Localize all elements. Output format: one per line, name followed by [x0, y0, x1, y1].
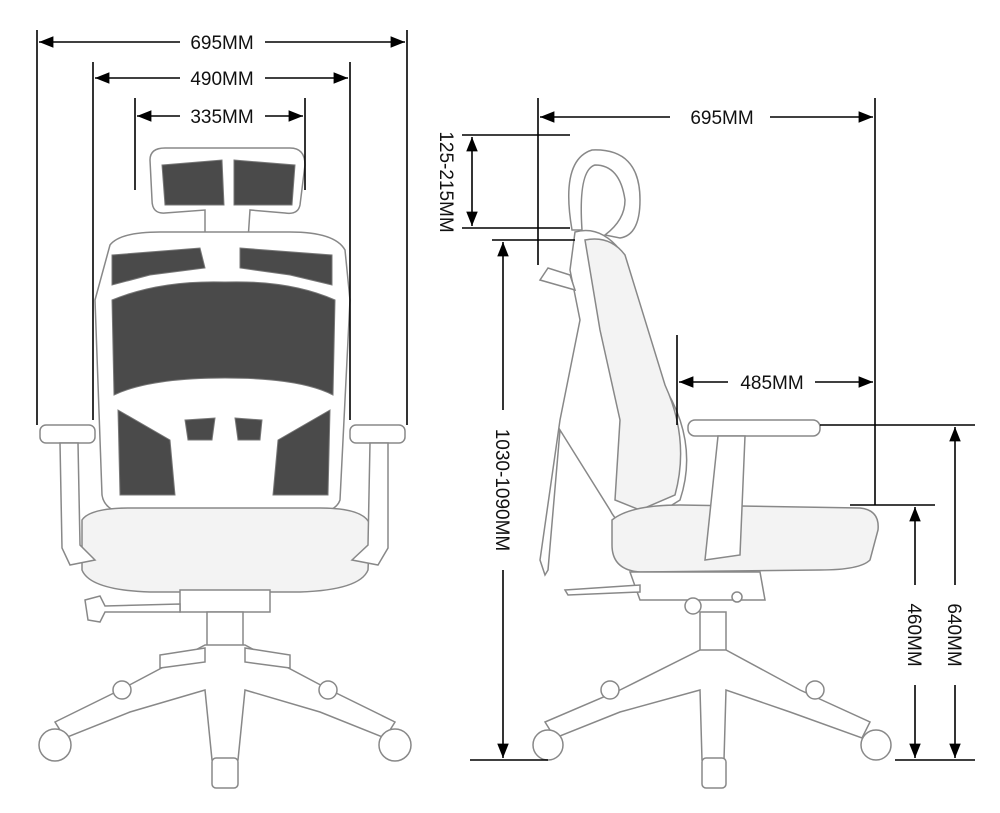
side-view-chair: [532, 149, 892, 789]
front-dimension-lines: [36, 30, 408, 425]
headrest-adjustment-label: 125-215MM: [435, 131, 456, 232]
back-width-label: 490MM: [190, 69, 253, 90]
armrest-height-label: 640MM: [943, 603, 964, 666]
side-dimension-lines: [462, 98, 975, 761]
headrest-width-label: 335MM: [190, 107, 253, 128]
seat-height-label: 460MM: [903, 603, 924, 666]
overall-width-label: 695MM: [190, 33, 253, 54]
seat-depth-label: 485MM: [740, 373, 803, 394]
front-view-chair: [38, 147, 412, 789]
overall-height-label: 1030-1090MM: [491, 429, 512, 552]
overall-depth-label: 695MM: [690, 108, 753, 129]
